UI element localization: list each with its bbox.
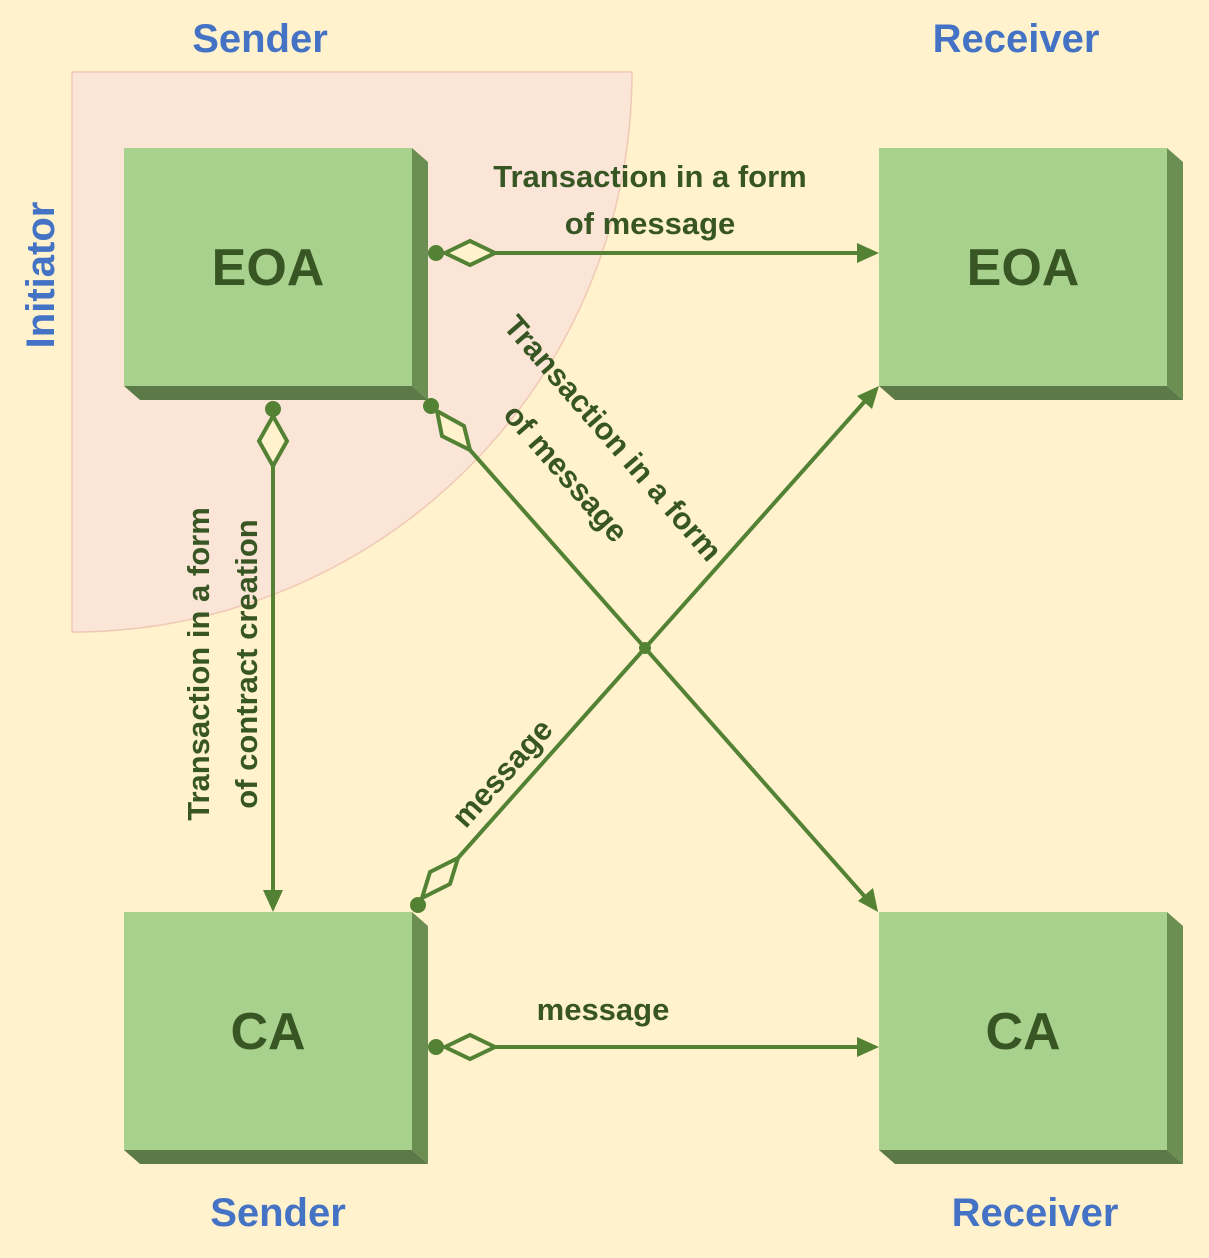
edge-eoa-to-ca-sender: [256, 401, 290, 912]
receiver-top-label: Receiver: [933, 17, 1100, 61]
initiator-label: Initiator: [19, 202, 63, 349]
receiver-eoa-label: EOA: [967, 239, 1080, 297]
edge-eoa-to-ca-sender-label-line2: of contract creation: [229, 519, 264, 808]
receiver-eoa-box: EOA: [879, 148, 1183, 400]
crossing-junction: [639, 642, 651, 654]
edge-ca-to-ca-label: message: [537, 992, 670, 1027]
edge-ca-to-ca: [428, 1032, 879, 1062]
edge-eoa-to-eoa-label-line1: Transaction in a form: [493, 159, 807, 194]
sender-eoa-box: EOA: [124, 148, 428, 400]
edge-ca-to-eoa: [410, 386, 879, 913]
sender-bottom-label: Sender: [210, 1191, 346, 1235]
receiver-ca-label: CA: [985, 1003, 1060, 1061]
sender-ca-label: CA: [230, 1003, 305, 1061]
edge-ca-to-eoa-label: message: [445, 712, 560, 834]
edge-eoa-to-ca-sender-label-line1: Transaction in a form: [181, 507, 216, 821]
edge-eoa-to-eoa-label-line2: of message: [565, 206, 736, 241]
receiver-bottom-label: Receiver: [952, 1191, 1119, 1235]
sender-ca-box: CA: [124, 912, 428, 1164]
edge-eoa-to-eoa: [428, 238, 879, 268]
sender-top-label: Sender: [192, 17, 328, 61]
sender-eoa-label: EOA: [212, 239, 325, 297]
receiver-ca-box: CA: [879, 912, 1183, 1164]
edge-eoa-to-ca-receiver: [423, 398, 878, 912]
